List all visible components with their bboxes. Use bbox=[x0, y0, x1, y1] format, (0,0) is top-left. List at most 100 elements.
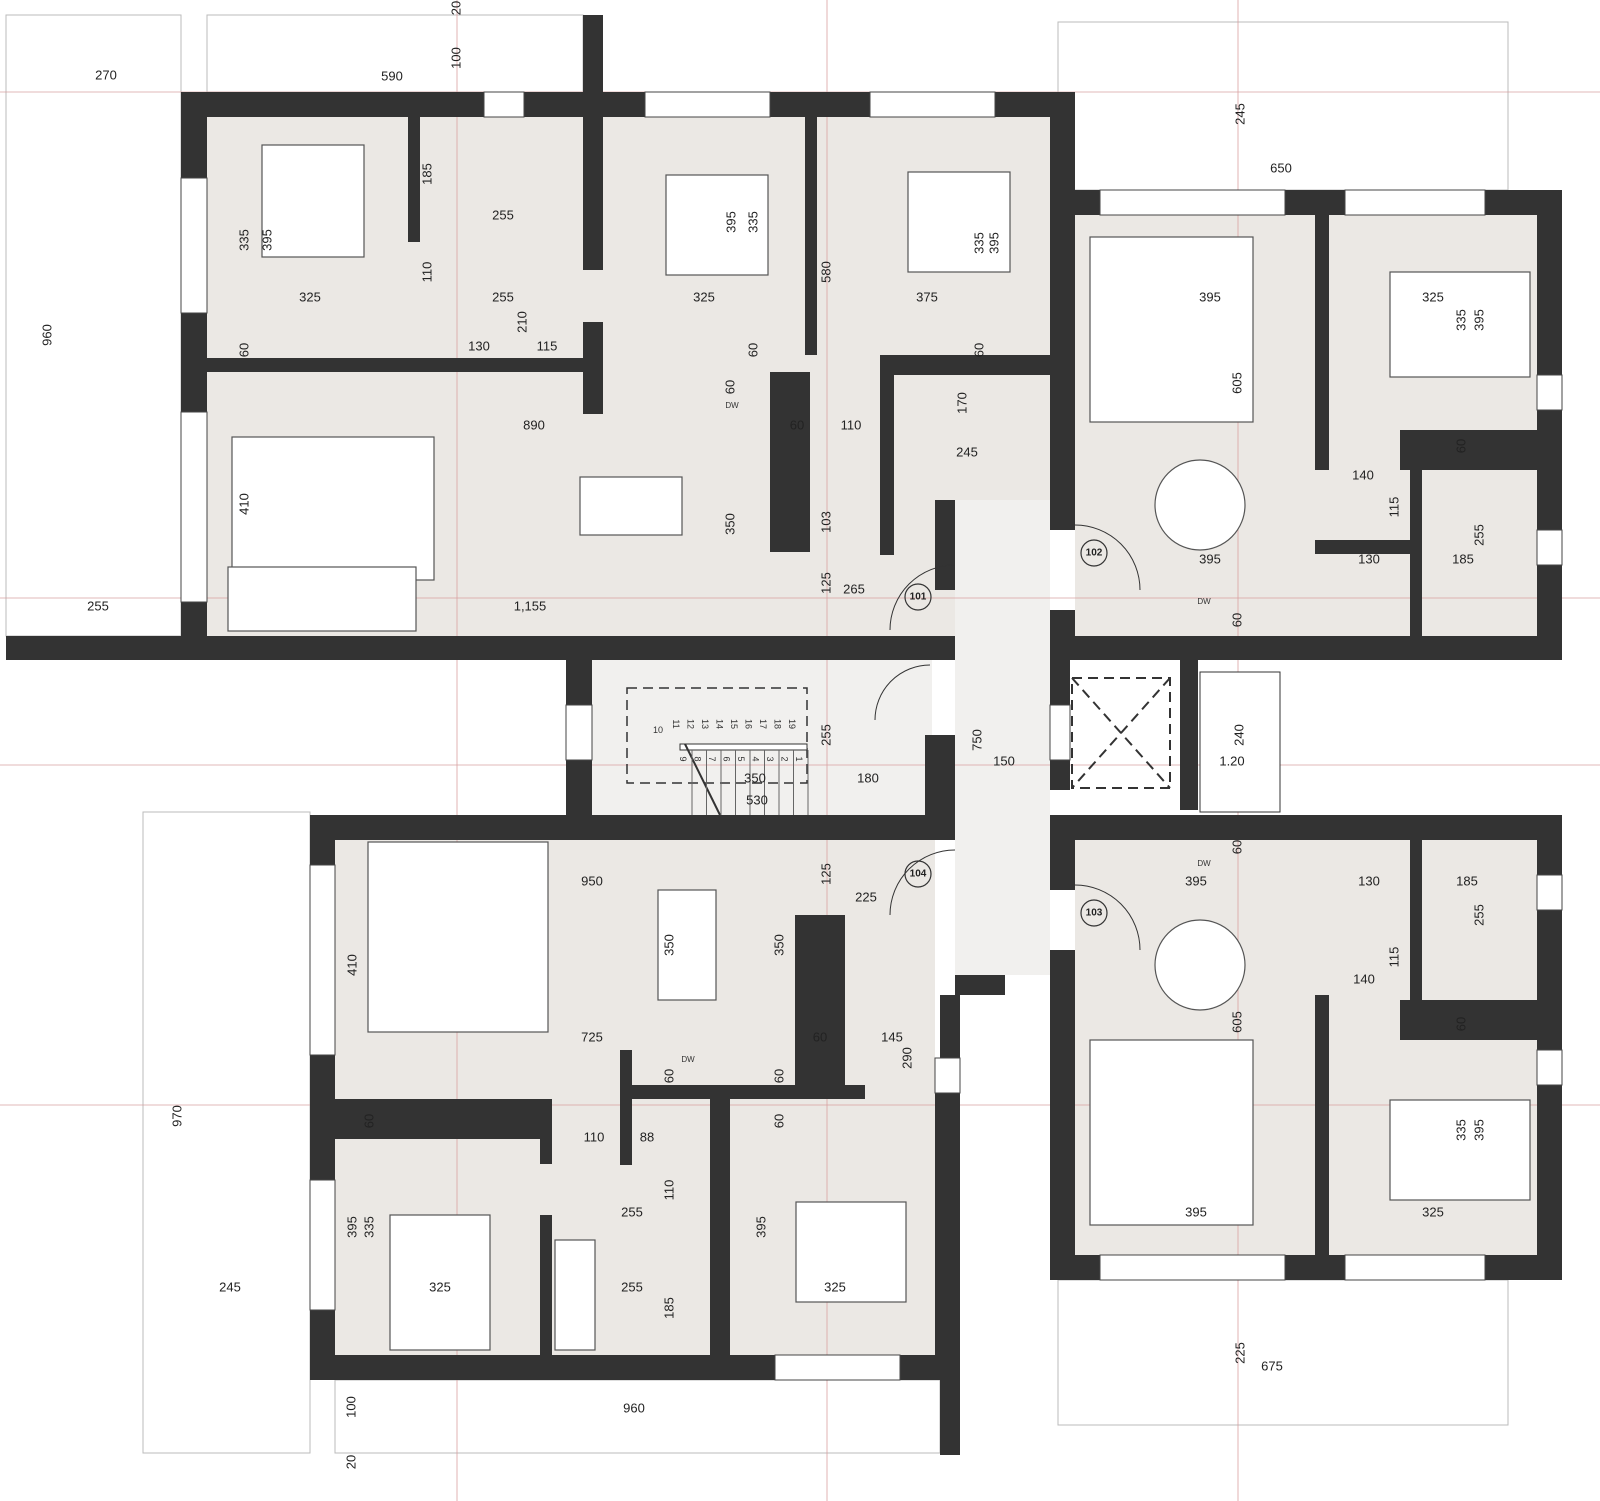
dimension-label: 60 bbox=[771, 1069, 786, 1083]
dimension-label: 395 bbox=[1199, 289, 1221, 304]
dimension-label: 325 bbox=[693, 289, 715, 304]
dimension-label: 530 bbox=[746, 792, 768, 807]
unit-badges: 101 102 103 104 bbox=[904, 539, 1108, 927]
dimension-label: 185 bbox=[1456, 873, 1478, 888]
dimension-label: 115 bbox=[1386, 947, 1401, 968]
dimension-label: 100 bbox=[448, 47, 463, 69]
stair-step-number: 16 bbox=[744, 719, 754, 729]
dimension-label: 1,155 bbox=[514, 598, 547, 613]
dimension-label: 395 bbox=[753, 1216, 768, 1238]
dimension-label: 103 bbox=[818, 511, 833, 533]
stair-step-number: 6 bbox=[722, 756, 732, 761]
dimension-label: 110 bbox=[841, 417, 862, 432]
dimension-label: 350 bbox=[661, 934, 676, 956]
dimension-label: 130 bbox=[1358, 551, 1380, 566]
dimension-label: 1.20 bbox=[1219, 753, 1244, 768]
dimension-label: 970 bbox=[169, 1105, 184, 1127]
dimension-label: 265 bbox=[843, 581, 865, 596]
dimension-label: 60 bbox=[236, 343, 251, 357]
stair-step-number: 14 bbox=[715, 719, 725, 729]
dishwasher-label: DW bbox=[1197, 859, 1211, 868]
dimension-label: 140 bbox=[1353, 971, 1375, 986]
dimension-label: 60 bbox=[813, 1029, 827, 1044]
dimension-label: 20 bbox=[448, 1, 463, 15]
walls bbox=[6, 15, 1562, 1455]
dimension-label: 225 bbox=[1232, 1342, 1247, 1364]
dimension-label: 335 bbox=[236, 229, 251, 251]
dimension-label: 110 bbox=[661, 1180, 676, 1201]
dimension-label: 100 bbox=[343, 1396, 358, 1418]
stair-step-number: 7 bbox=[707, 756, 717, 761]
dimension-label: 185 bbox=[1452, 551, 1474, 566]
dishwasher-label: DW bbox=[681, 1055, 695, 1064]
dimension-label: 60 bbox=[1229, 840, 1244, 854]
dimension-label: 350 bbox=[722, 513, 737, 535]
dimension-label: 255 bbox=[818, 724, 833, 746]
dimension-label: 375 bbox=[916, 289, 938, 304]
balcony-lower-left bbox=[142, 811, 311, 1454]
dimension-label: 60 bbox=[771, 1114, 786, 1128]
dimension-label: 395 bbox=[1185, 1204, 1207, 1219]
dimension-label: 350 bbox=[771, 934, 786, 956]
furniture bbox=[227, 144, 1531, 1351]
dimension-label: 350 bbox=[744, 770, 766, 785]
dimension-label: 245 bbox=[956, 444, 978, 459]
dimension-label: 185 bbox=[661, 1297, 676, 1319]
dishwasher-label: DW bbox=[725, 401, 739, 410]
stair-step-number: 11 bbox=[671, 719, 681, 728]
dimension-label: 130 bbox=[468, 338, 490, 353]
dimension-label: 255 bbox=[492, 207, 514, 222]
dimension-label: 325 bbox=[824, 1279, 846, 1294]
dimension-label: 325 bbox=[1422, 1204, 1444, 1219]
dimension-label: 410 bbox=[344, 954, 359, 976]
dimension-label: 395 bbox=[259, 229, 274, 251]
stair-step-number: 18 bbox=[773, 719, 783, 729]
stair-step-number: 9 bbox=[678, 756, 688, 761]
stair-step-number: 8 bbox=[693, 756, 703, 761]
dimension-label: 335 bbox=[971, 232, 986, 254]
dimension-label: 325 bbox=[299, 289, 321, 304]
dimension-label: 110 bbox=[419, 262, 434, 283]
dimension-label: 125 bbox=[818, 572, 833, 594]
stair-step-number: 1 bbox=[794, 756, 804, 761]
dimension-label: 180 bbox=[857, 770, 879, 785]
common-corridor bbox=[955, 500, 1050, 975]
unit-number-badge: 102 bbox=[1080, 539, 1108, 567]
dimension-label: 410 bbox=[236, 493, 251, 515]
dimension-label: 20 bbox=[343, 1455, 358, 1469]
dimension-label: 185 bbox=[419, 163, 434, 185]
dimension-label: 325 bbox=[1422, 289, 1444, 304]
dimension-label: 605 bbox=[1229, 1011, 1244, 1033]
windows bbox=[180, 91, 1563, 1381]
balconies bbox=[5, 14, 1509, 1454]
dishwasher-label: DW bbox=[1197, 597, 1211, 606]
stair-step-number: 5 bbox=[736, 756, 746, 761]
balcony-top-right bbox=[1057, 21, 1509, 191]
balcony-lower-right bbox=[1057, 1279, 1509, 1426]
dimension-label: 150 bbox=[993, 753, 1015, 768]
rooms bbox=[207, 117, 1537, 1355]
stair-step-number: 19 bbox=[787, 719, 797, 729]
dimension-label: 255 bbox=[621, 1204, 643, 1219]
dimension-label: 60 bbox=[971, 343, 986, 357]
dimension-label: 255 bbox=[621, 1279, 643, 1294]
dimension-label: 395 bbox=[1471, 309, 1486, 331]
dimension-label: 890 bbox=[523, 417, 545, 432]
unit-number-badge: 103 bbox=[1080, 899, 1108, 927]
dimension-label: 960 bbox=[39, 324, 54, 346]
dimension-label: 60 bbox=[1229, 613, 1244, 627]
dimension-label: 325 bbox=[429, 1279, 451, 1294]
unit-number-badge: 101 bbox=[904, 583, 932, 611]
dimension-label: 110 bbox=[584, 1129, 605, 1144]
doors bbox=[874, 524, 1141, 951]
dimension-label: 60 bbox=[722, 380, 737, 394]
dimension-label: 395 bbox=[723, 211, 738, 233]
dimension-label: 605 bbox=[1229, 372, 1244, 394]
dimension-label: 88 bbox=[640, 1129, 654, 1144]
stair-hall bbox=[592, 660, 932, 815]
unit-number-badge: 104 bbox=[904, 860, 932, 888]
dimension-label: 60 bbox=[1453, 439, 1468, 453]
stair-step-number: 12 bbox=[686, 719, 696, 729]
dimension-label: 590 bbox=[381, 68, 403, 83]
